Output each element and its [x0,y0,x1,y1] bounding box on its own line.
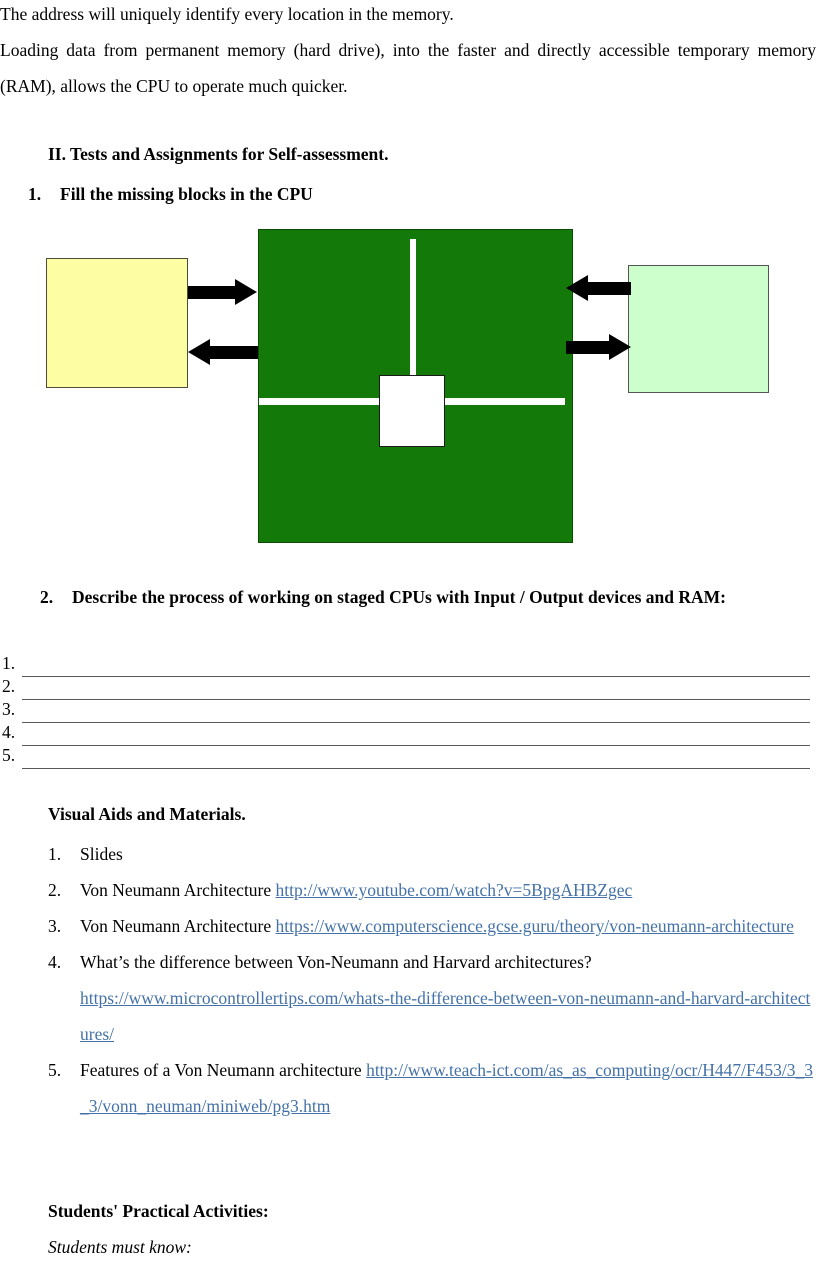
arrow-head [609,334,631,360]
practical-activities-heading: Students' Practical Activities: [48,1201,269,1221]
diagram-output-block [628,265,769,393]
list-item-text: What’s the difference between Von-Neuman… [80,952,592,972]
answer-line-row[interactable]: 1. [0,653,816,678]
arrow-head [188,339,210,365]
task-2-number: 2. [40,587,54,607]
list-number: 4. [48,952,62,972]
hyperlink-teach-ict[interactable]: http://www.teach-ict.com/as_as_computing… [80,1060,814,1116]
arrow-shaft [587,282,631,295]
visual-aids-list: 1. Slides 2. Von Neumann Architecture ht… [0,836,816,1124]
list-item-text: Von Neumann Architecture [80,880,276,900]
list-item-text: Slides [80,844,123,864]
cpu-block-diagram [0,210,816,570]
arrow-head [235,279,257,305]
answer-line-number: 2. [2,676,16,696]
answer-line-rule [22,745,810,746]
diagram-missing-block [379,375,445,447]
diagram-input-block [46,258,188,388]
intro-paragraph-2: Loading data from permanent memory (hard… [0,40,816,96]
arrow-head [566,275,588,301]
list-item-text: Features of a Von Neumann architecture [80,1060,367,1080]
answer-line-row[interactable]: 3. [0,699,816,724]
answer-line-number: 4. [2,722,16,742]
visual-aids-item: 2. Von Neumann Architecture http://www.y… [0,872,816,908]
answer-line-rule [22,699,810,700]
visual-aids-item: 3. Von Neumann Architecture https://www.… [0,908,816,944]
section-heading-tests-assignments: II. Tests and Assignments for Self-asses… [48,144,389,164]
answer-line-rule [22,722,810,723]
visual-aids-heading: Visual Aids and Materials. [48,804,246,824]
answer-line-rule [22,676,810,677]
arrow-shaft [188,286,236,299]
hyperlink-gcse-guru[interactable]: https://www.computerscience.gcse.guru/th… [275,916,794,936]
answer-line-row[interactable]: 5. [0,745,816,770]
answer-line-rule [22,768,810,769]
visual-aids-item: 1. Slides [0,836,816,872]
visual-aids-item: 4. What’s the difference between Von-Neu… [0,944,816,1052]
answer-line-number: 5. [2,745,16,765]
visual-aids-item: 5. Features of a Von Neumann architectur… [0,1052,816,1124]
arrow-shaft [566,341,610,354]
hyperlink-microcontrollertips[interactable]: https://www.microcontrollertips.com/what… [80,988,811,1044]
list-number: 1. [48,844,62,864]
list-item-text: Von Neumann Architecture [80,916,276,936]
answer-line-row[interactable]: 2. [0,676,816,701]
answer-line-row[interactable]: 4. [0,722,816,747]
students-must-know-label: Students must know: [48,1237,192,1257]
answer-line-number: 3. [2,699,16,719]
hyperlink-youtube[interactable]: http://www.youtube.com/watch?v=5BpgAHBZg… [275,880,633,900]
task-2-text: Describe the process of working on stage… [72,587,727,607]
task-1-number: 1. [28,184,42,204]
list-number: 5. [48,1060,62,1080]
intro-paragraph-1: The address will uniquely identify every… [0,4,454,24]
task-1-text: Fill the missing blocks in the CPU [60,184,313,204]
answer-lines-group: 1. 2. 3. 4. 5. [0,653,816,770]
diagram-vertical-divider [410,239,416,379]
list-number: 3. [48,916,62,936]
arrow-shaft [210,346,258,359]
answer-line-number: 1. [2,653,16,673]
list-number: 2. [48,880,62,900]
